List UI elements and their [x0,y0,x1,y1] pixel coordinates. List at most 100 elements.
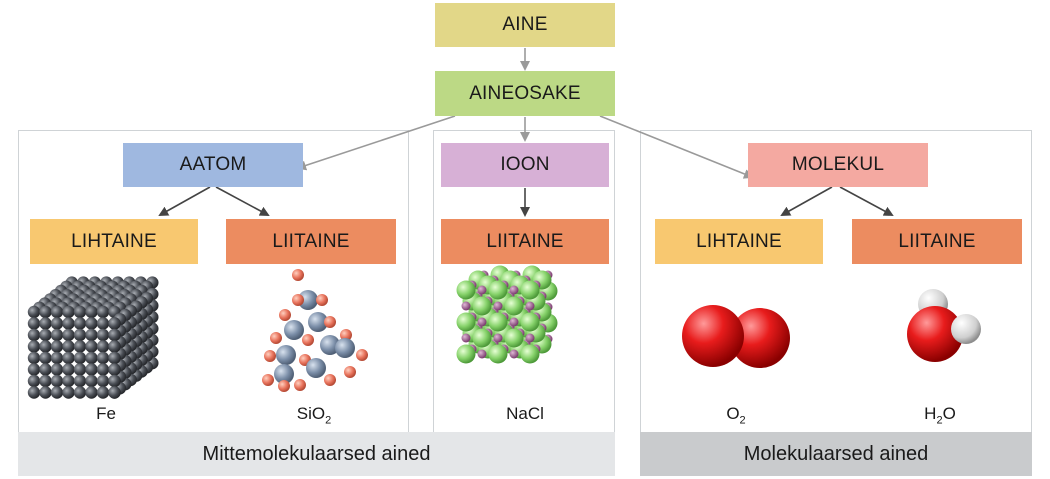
na-ion [509,317,519,327]
fe-atom [85,328,98,342]
na-ion [477,349,487,359]
node-aine: AINE [435,3,615,47]
cl-ion [488,312,508,332]
fe-atom [85,351,98,365]
fe-atom [39,340,52,353]
fe-atom [50,374,64,388]
o2-molecule-illustration [682,305,790,368]
fe-atom [27,374,41,388]
fe-atom [39,363,52,376]
caption-o2-text: O [726,404,740,423]
node-liitaine-ion-label: LIITAINE [486,230,564,252]
cl-ion [472,328,492,348]
fe-atom [108,363,121,376]
molecular-footer: Molekulaarsed ained [640,432,1032,476]
fe-atom [96,340,110,353]
na-ion [509,285,519,295]
fe-atom [50,340,64,353]
o-atom [292,294,304,306]
fe-atom [50,305,64,319]
caption-sio2-subscript: 2 [325,414,332,427]
node-liitaine-ion: LIITAINE [441,219,609,264]
fe-atom [96,328,110,342]
fe-atom [62,374,75,388]
na-ion [493,333,503,343]
fe-atom [27,351,41,365]
fe-atom [27,363,41,376]
si-atom [298,290,318,310]
non-molecular-footer: Mittemolekulaarsed ained [18,432,615,476]
fe-atom [85,305,98,319]
fe-crystal-illustration [27,276,159,399]
na-ion [509,349,519,359]
fe-atom [108,328,121,342]
caption-h2o-o: O [942,404,956,423]
fe-atom [108,386,121,399]
cl-ion [456,280,476,300]
node-lihtaine-atom-label: LIHTAINE [71,230,157,252]
si-atom [320,335,340,355]
fe-atom [27,340,41,353]
fe-atom [73,374,87,388]
fe-atom [62,363,75,376]
node-aine-label: AINE [502,14,548,35]
fe-atom [85,386,98,399]
fe-atom [96,305,110,319]
o-atom [279,309,291,321]
fe-atom [39,386,52,399]
fe-atom [73,317,87,330]
fe-atom [39,328,52,342]
fe-atom [96,351,110,365]
na-ion [477,285,487,295]
fe-atom [62,305,75,319]
fe-atom [85,374,98,388]
sio2-illustration [262,269,368,392]
node-ioon-label: IOON [500,154,550,175]
na-ion [461,301,471,311]
o-atom [324,374,336,386]
na-ion [525,333,535,343]
fe-atom [39,305,52,319]
fe-atom [73,363,87,376]
si-atom [276,345,296,365]
fe-atom [27,305,41,319]
si-atom [335,338,355,358]
fe-atom [62,386,75,399]
fe-atom [39,317,52,330]
fe-atom [50,328,64,342]
fe-atom [62,351,75,365]
node-lihtaine-atom: LIHTAINE [30,219,198,264]
fe-atom [50,363,64,376]
fe-atom [108,374,121,388]
cl-ion [456,312,476,332]
caption-o2: O2 [696,404,776,426]
node-liitaine-molecule-label: LIITAINE [898,230,976,252]
o-atom [340,329,352,341]
o-atom [278,380,290,392]
caption-sio2: SiO2 [274,404,354,426]
node-aineosake: AINEOSAKE [435,71,615,116]
fe-atom [85,317,98,330]
fe-atom [50,386,64,399]
na-ion [477,317,487,327]
fe-atom [96,374,110,388]
caption-nacl: NaCl [485,404,565,424]
fe-atom [62,328,75,342]
fe-atom [50,351,64,365]
node-molekul: MOLEKUL [748,143,928,187]
fe-atom [62,317,75,330]
fe-atom [73,386,87,399]
fe-atom [73,305,87,319]
fe-atom [108,340,121,353]
fe-atom [73,351,87,365]
cl-ion [456,344,476,364]
si-atom [308,312,328,332]
fe-atom [96,386,110,399]
fe-atom [85,363,98,376]
h2o-molecule-illustration [907,289,981,362]
o-atom [292,269,304,281]
fe-atom [27,386,41,399]
node-aatom: AATOM [123,143,303,187]
fe-atom [50,317,64,330]
